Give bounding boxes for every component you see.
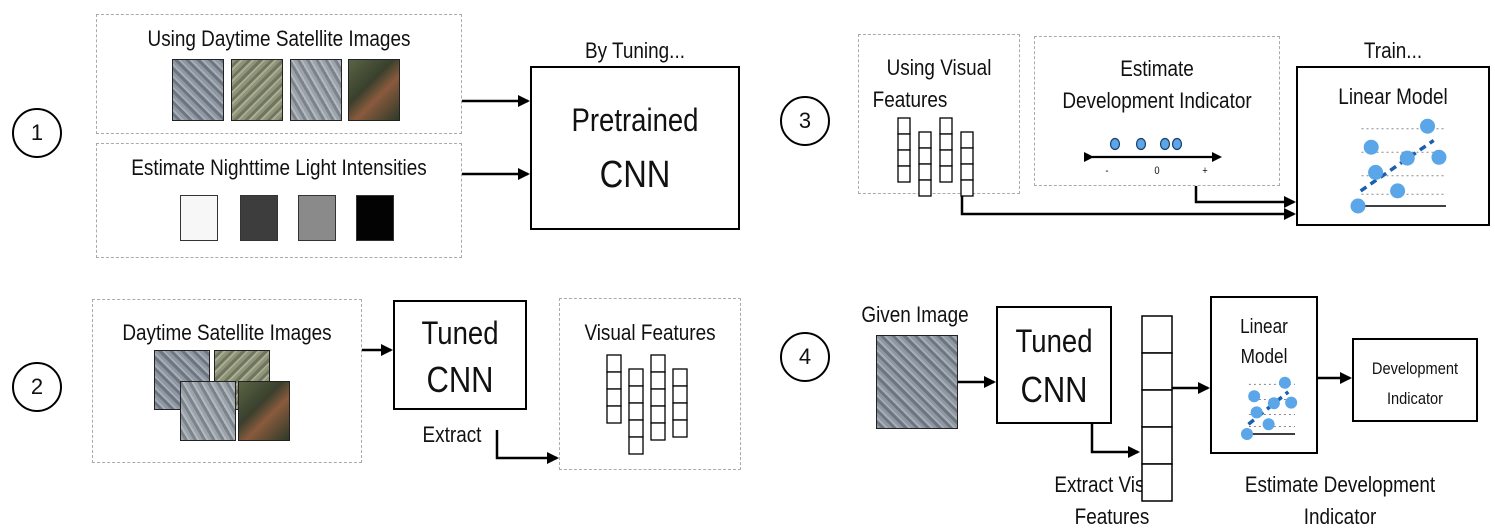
given-image-label: Given Image	[861, 302, 969, 327]
nighttime-light-title: Estimate Nighttime Light Intensities	[131, 155, 427, 180]
by-tuning-label: By Tuning...	[585, 38, 685, 63]
pretrained-cnn-label-line2: CNN	[599, 154, 671, 196]
estimate-indicator-panel	[1034, 36, 1280, 186]
daytime-images-title-2: Daytime Satellite Images	[122, 320, 332, 345]
axis-minus-tick: -	[1105, 165, 1109, 177]
feature-vector-cell	[1141, 389, 1173, 428]
night-intensity-swatch	[298, 195, 336, 241]
using-visual-features-line1: Using Visual	[886, 55, 992, 80]
daytime-images-title: Using Daytime Satellite Images	[147, 26, 411, 51]
visual-features-panel-3	[858, 34, 1020, 194]
daytime-images-panel	[96, 14, 462, 134]
estimate-development-line1: Estimate Development	[1244, 472, 1436, 497]
nighttime-light-panel	[96, 143, 462, 258]
using-visual-features-line2: Features	[872, 87, 948, 112]
arrow-features-to-model	[960, 192, 1296, 220]
given-image	[876, 335, 958, 429]
daytime-images-panel-2	[92, 299, 362, 463]
development-indicator-line1: Development	[1371, 359, 1459, 378]
estimate-development-line2: Indicator	[1303, 504, 1377, 529]
visual-features-panel	[559, 298, 741, 470]
train-label: Train...	[1363, 38, 1423, 63]
tuned-cnn-box-step2	[393, 300, 527, 410]
tuned-cnn-step4-line1: Tuned	[1015, 323, 1093, 359]
arrow-indicator-to-model	[1194, 186, 1296, 208]
visual-features-title: Visual Features	[584, 320, 716, 345]
linear-model-step4-line1: Linear	[1240, 316, 1288, 338]
development-indicator-box	[1352, 338, 1478, 422]
step-1-number: 1	[30, 120, 44, 145]
development-indicator-line2: Indicator	[1386, 389, 1444, 408]
step-2-badge: 2	[12, 362, 62, 412]
feature-vector-cell	[1141, 352, 1173, 391]
step-3-number: 3	[798, 108, 812, 133]
satellite-image-4	[348, 59, 400, 121]
feature-vector-cell	[1141, 426, 1173, 465]
axis-plus-tick: +	[1202, 165, 1208, 177]
extract-visual-features-line1: Extract Visual	[1054, 472, 1170, 497]
arrow-extract-to-features	[495, 430, 559, 464]
stacked-image-4	[238, 381, 290, 441]
step-4-badge: 4	[780, 332, 830, 382]
feature-vector-cell	[1141, 315, 1173, 354]
linear-model-step4-line2: Model	[1240, 346, 1288, 368]
estimate-line2: Development Indicator	[1062, 88, 1252, 113]
step-4-number: 4	[798, 344, 812, 369]
extract-visual-features-line2: Features	[1074, 504, 1150, 529]
arrow-cnn-to-features	[1090, 424, 1140, 458]
step-1-badge: 1	[12, 108, 62, 158]
step-2-number: 2	[30, 374, 44, 399]
satellite-image-1	[172, 59, 224, 121]
stacked-image-3	[180, 381, 236, 441]
pretrained-cnn-label-line1: Pretrained	[571, 102, 699, 138]
linear-model-box-step4	[1210, 296, 1318, 454]
night-intensity-swatch	[180, 195, 218, 241]
axis-zero-tick: 0	[1154, 165, 1160, 177]
extract-label: Extract	[422, 422, 482, 447]
night-intensity-swatch	[356, 195, 394, 241]
tuned-cnn-box-step4	[996, 306, 1112, 424]
night-intensity-swatch	[240, 195, 278, 241]
step-3-badge: 3	[780, 96, 830, 146]
pretrained-cnn-box	[530, 66, 740, 230]
linear-model-title: Linear Model	[1338, 84, 1448, 109]
satellite-image-2	[231, 59, 283, 121]
tuned-cnn-step2-line1: Tuned	[421, 315, 499, 351]
tuned-cnn-step2-line2: CNN	[426, 359, 494, 400]
satellite-image-3	[290, 59, 342, 121]
tuned-cnn-step4-line2: CNN	[1020, 369, 1088, 410]
estimate-line1: Estimate	[1120, 56, 1194, 81]
